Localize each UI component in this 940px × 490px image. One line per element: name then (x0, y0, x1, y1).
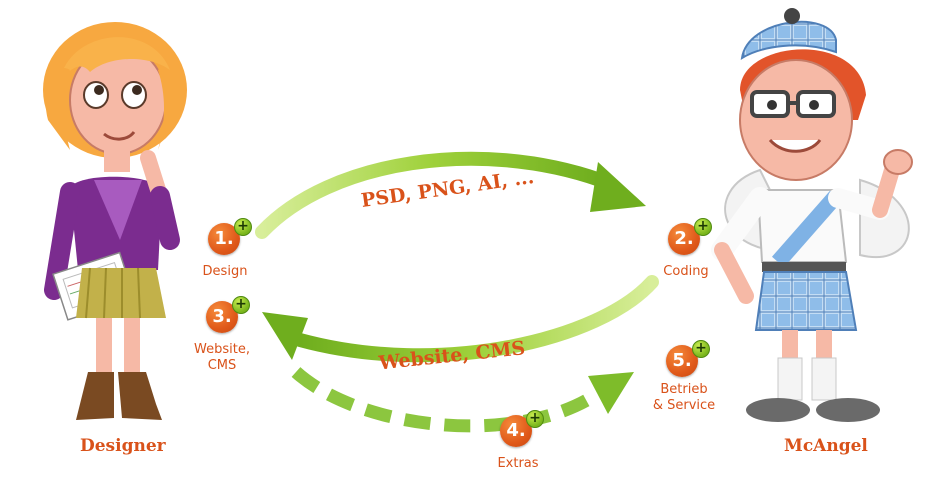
step-label: Betrieb & Service (652, 382, 716, 413)
designer-character (43, 22, 187, 420)
arrow-extras-dashed (291, 367, 634, 433)
plus-icon: + (694, 218, 712, 236)
arrow-coding-to-website (262, 275, 659, 363)
step-label: Extras (497, 456, 539, 471)
step-label: Website, CMS (194, 342, 250, 373)
mcangel-character (711, 8, 913, 422)
step-extras[interactable]: 4. + Extras (480, 410, 556, 476)
plus-icon: + (232, 296, 250, 314)
arrow-design-to-coding (255, 151, 646, 239)
step-label: Coding (663, 264, 709, 279)
plus-icon: + (526, 410, 544, 428)
middle-arrow-label: Website, CMS (377, 337, 527, 374)
step-betrieb-service[interactable]: 5. + Betrieb & Service (640, 340, 730, 426)
step-design[interactable]: 1. + Design (190, 218, 266, 286)
step-label: Design (202, 264, 248, 279)
plus-icon: + (692, 340, 710, 358)
designer-name: Designer (80, 436, 166, 456)
step-coding[interactable]: 2. + Coding (650, 218, 726, 286)
step-number: 3. (206, 301, 238, 333)
step-website-cms[interactable]: 3. + Website, CMS (184, 296, 264, 378)
mcangel-name: McAngel (784, 436, 868, 456)
plus-icon: + (234, 218, 252, 236)
